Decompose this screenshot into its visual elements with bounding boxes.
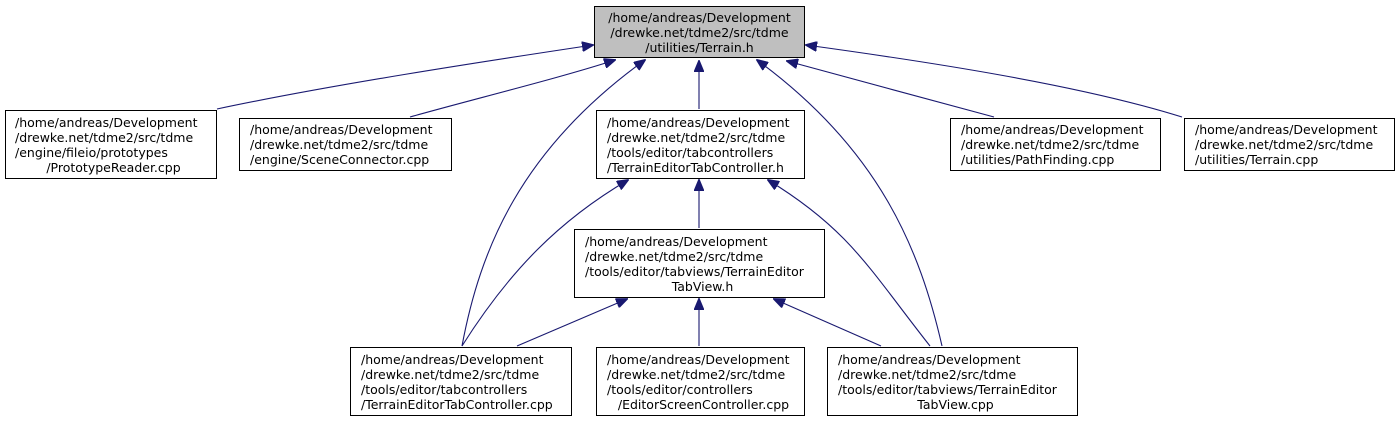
node-label-line: /tools/editor/tabcontrollers xyxy=(361,382,528,397)
node-label-line: /drewke.net/tdme2/src/tdme xyxy=(607,130,786,145)
node-label-line: /PrototypeReader.cpp xyxy=(46,160,181,175)
node-label-line: /home/andreas/Development xyxy=(608,10,791,25)
edge-terrain-editor-tab-view-cpp-to-terrain-editor-tab-view-h xyxy=(774,299,882,347)
node-label-line: /home/andreas/Development xyxy=(15,115,198,130)
node-label-line: /drewke.net/tdme2/src/tdme xyxy=(1195,137,1374,152)
node-label-line: /engine/SceneConnector.cpp xyxy=(250,152,430,167)
node-label-line: /tools/editor/tabviews/TerrainEditor xyxy=(838,382,1057,397)
node-terrain-h-root: /home/andreas/Development /drewke.net/td… xyxy=(594,6,805,58)
node-scene-connector-cpp[interactable]: /home/andreas/Development /drewke.net/td… xyxy=(239,118,452,171)
node-label-line: /engine/fileio/prototypes xyxy=(15,145,168,160)
node-label-line: /drewke.net/tdme2/src/tdme xyxy=(361,367,540,382)
node-label-line: /drewke.net/tdme2/src/tdme xyxy=(838,367,1017,382)
node-terrain-cpp[interactable]: /home/andreas/Development /drewke.net/td… xyxy=(1184,118,1395,171)
edge-layer xyxy=(216,45,1183,347)
node-label-line: /utilities/Terrain.cpp xyxy=(1195,152,1319,167)
node-label-line: /EditorScreenController.cpp xyxy=(617,397,790,412)
node-label-line: /home/andreas/Development xyxy=(361,352,544,367)
edge-scene-connector-to-root xyxy=(409,60,615,118)
node-label-line: /home/andreas/Development xyxy=(1195,122,1378,137)
edge-terrain-editor-tab-view-cpp-to-terrain-editor-tab-controller-h xyxy=(768,180,931,347)
node-label-line: /tools/editor/tabviews/TerrainEditor xyxy=(585,264,804,279)
edge-terrain-editor-tab-controller-cpp-to-terrain-editor-tab-controller-h xyxy=(461,180,628,347)
node-terrain-editor-tab-view-h[interactable]: /home/andreas/Development /drewke.net/td… xyxy=(574,229,825,298)
edge-terrain-editor-tab-controller-cpp-to-root xyxy=(461,60,645,347)
node-label-line: /home/andreas/Development xyxy=(607,352,790,367)
edge-prototype-reader-to-root xyxy=(216,45,593,110)
node-label-line: /drewke.net/tdme2/src/tdme xyxy=(607,367,786,382)
node-terrain-editor-tab-view-cpp[interactable]: /home/andreas/Development /drewke.net/td… xyxy=(827,347,1078,416)
node-label-line: TabView.cpp xyxy=(917,397,994,412)
node-terrain-editor-tab-controller-h[interactable]: /home/andreas/Development /drewke.net/td… xyxy=(596,110,805,179)
edge-terrain-editor-tab-controller-cpp-to-terrain-editor-tab-view-h xyxy=(516,299,627,347)
edge-terrain-cpp-to-root xyxy=(806,45,1183,118)
node-label-line: /TerrainEditorTabController.h xyxy=(607,160,784,175)
node-label-line: /utilities/PathFinding.cpp xyxy=(961,152,1115,167)
node-label-line: /TerrainEditorTabController.cpp xyxy=(361,397,553,412)
node-label-line: /drewke.net/tdme2/src/tdme xyxy=(961,137,1140,152)
node-label-line: /home/andreas/Development xyxy=(607,115,790,130)
node-label-line: /tools/editor/controllers xyxy=(607,382,753,397)
node-prototype-reader-cpp[interactable]: /home/andreas/Development /drewke.net/td… xyxy=(5,110,217,179)
node-editor-screen-controller-cpp[interactable]: /home/andreas/Development /drewke.net/td… xyxy=(596,347,805,416)
node-label-line: /drewke.net/tdme2/src/tdme xyxy=(250,137,429,152)
node-label-line: /drewke.net/tdme2/src/tdme xyxy=(610,25,789,40)
node-label-line: /home/andreas/Development xyxy=(250,122,433,137)
node-label-line: /tools/editor/tabcontrollers xyxy=(607,145,774,160)
node-label-line: /drewke.net/tdme2/src/tdme xyxy=(585,249,764,264)
node-label-line: /home/andreas/Development xyxy=(961,122,1144,137)
node-label-line: /drewke.net/tdme2/src/tdme xyxy=(15,130,194,145)
node-label-line: /home/andreas/Development xyxy=(585,234,768,249)
edge-path-finding-to-root xyxy=(787,61,995,118)
node-path-finding-cpp[interactable]: /home/andreas/Development /drewke.net/td… xyxy=(950,118,1161,171)
edge-terrain-editor-tab-view-cpp-to-root xyxy=(757,60,943,347)
node-terrain-editor-tab-controller-cpp[interactable]: /home/andreas/Development /drewke.net/td… xyxy=(350,347,572,416)
node-label-line: TabView.h xyxy=(671,279,734,294)
node-label-line: /home/andreas/Development xyxy=(838,352,1021,367)
node-label-line: /utilities/Terrain.h xyxy=(645,40,754,55)
